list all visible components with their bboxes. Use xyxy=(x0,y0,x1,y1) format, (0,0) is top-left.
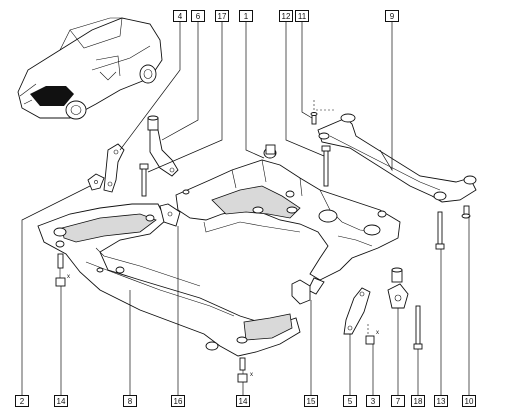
callout-18: 18 xyxy=(411,395,425,407)
support-part-6 xyxy=(147,115,179,177)
callout-10: 10 xyxy=(462,395,476,407)
mark-x-left: x xyxy=(67,274,70,280)
callout-14-left: 14 xyxy=(54,395,68,407)
callout-6: 6 xyxy=(191,10,205,22)
callout-15: 15 xyxy=(304,395,318,407)
callout-3: 3 xyxy=(366,395,380,407)
bolt-part-13 xyxy=(435,211,445,250)
bolt-part-12 xyxy=(321,145,331,187)
bracket-part-5 xyxy=(343,287,371,335)
callout-8: 8 xyxy=(123,395,137,407)
callout-12: 12 xyxy=(279,10,293,22)
link-part-7 xyxy=(387,267,409,309)
nut-part-3 xyxy=(365,324,375,345)
callout-9: 9 xyxy=(385,10,399,22)
block-part-15 xyxy=(291,279,311,305)
bolt-part-14-left xyxy=(55,253,66,287)
callout-2: 2 xyxy=(15,395,29,407)
callout-4: 4 xyxy=(173,10,187,22)
bolt-part-10 xyxy=(461,205,471,219)
bolt-part-18 xyxy=(413,305,423,350)
mark-x-part3: x xyxy=(376,330,379,336)
callout-7: 7 xyxy=(391,395,405,407)
mark-x-right: x xyxy=(250,372,253,378)
bracket-left xyxy=(103,143,125,193)
callout-16: 16 xyxy=(171,395,185,407)
callout-11: 11 xyxy=(295,10,309,22)
leader-lines xyxy=(21,20,470,395)
long-bolt-part-17 xyxy=(139,163,149,197)
front-subframe xyxy=(175,144,401,295)
bolt-part-11 xyxy=(310,100,336,125)
callout-13: 13 xyxy=(434,395,448,407)
highlighted-subframe-area xyxy=(30,86,74,106)
callout-1: 1 xyxy=(239,10,253,22)
callout-14-right: 14 xyxy=(236,395,250,407)
callout-5: 5 xyxy=(343,395,357,407)
callout-17: 17 xyxy=(215,10,229,22)
car-thumbnail xyxy=(17,17,163,120)
plate-part-16 xyxy=(159,203,181,227)
reinforcement-bar xyxy=(317,113,477,203)
lower-cross-member xyxy=(37,203,301,357)
bolt-part-14-right xyxy=(237,357,248,383)
clip-part-2 xyxy=(87,173,105,191)
